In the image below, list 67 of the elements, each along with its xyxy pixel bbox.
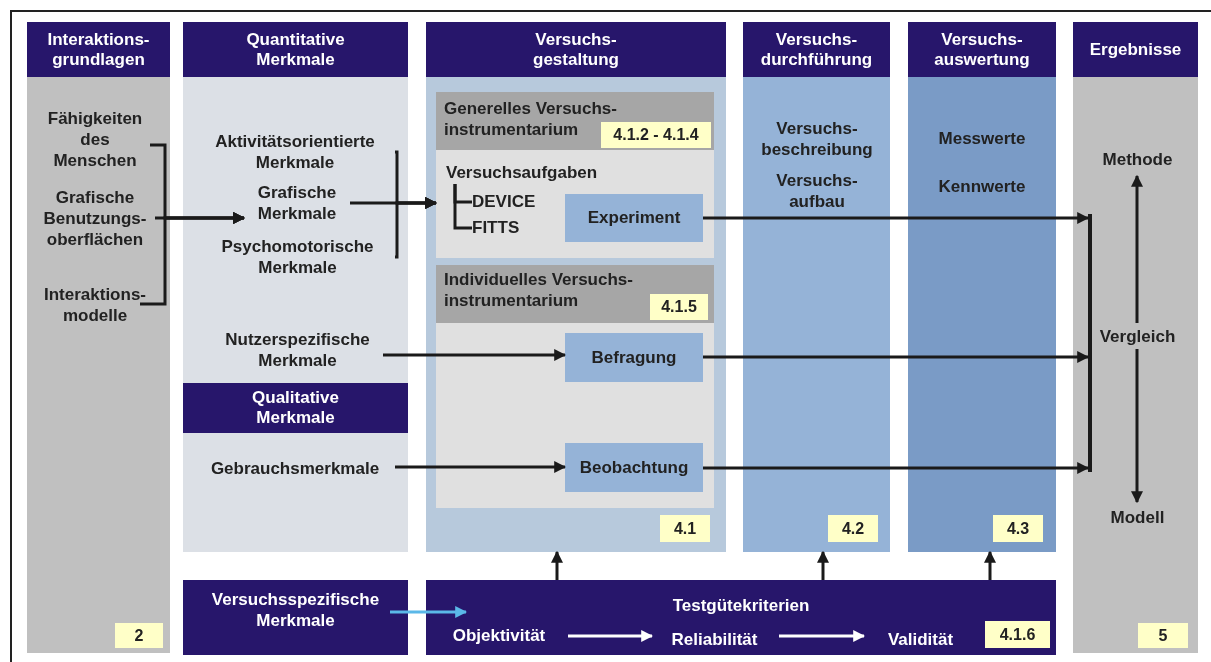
- section-header: Qualitative Merkmale: [183, 383, 408, 433]
- arrow: [703, 351, 1090, 363]
- criterion-text: Objektivität: [440, 612, 558, 648]
- tree-line: [453, 184, 472, 230]
- item-text: Versuchsaufgaben: [446, 162, 626, 184]
- column-panel: [743, 22, 890, 552]
- arrow: [395, 461, 567, 473]
- criteria-panel: [426, 580, 1056, 655]
- section-number-tag: 4.2: [828, 515, 878, 542]
- item-text: FITTS: [472, 217, 542, 239]
- method-box: Experiment: [565, 194, 703, 242]
- group-panel: [436, 265, 714, 508]
- result-text: Modell: [1090, 504, 1185, 530]
- criterion-text: Reliabilität: [662, 627, 767, 651]
- item-text: Grafische Merkmale: [244, 181, 350, 225]
- method-box: Beobachtung: [565, 443, 703, 492]
- arrow: [140, 212, 246, 306]
- result-text: Vergleich: [1090, 323, 1185, 349]
- section-number-tag: 4.1.6: [985, 621, 1050, 648]
- column-header: Versuchs- auswertung: [908, 22, 1056, 77]
- item-text: Kennwerte: [937, 176, 1027, 197]
- item-text: Interaktions- modelle: [40, 283, 150, 327]
- criterion-text: Validität: [878, 627, 963, 651]
- item-text: DEVICE: [472, 191, 552, 213]
- arrow: [703, 462, 1090, 474]
- column-header: Versuchs- gestaltung: [426, 22, 726, 77]
- merge-bar: [1088, 214, 1092, 472]
- arrow: [551, 550, 563, 580]
- arrow: [1131, 174, 1143, 323]
- item-text: Gebrauchsmerkmale: [195, 455, 395, 481]
- result-text: Methode: [1090, 146, 1185, 172]
- arrow: [568, 630, 654, 642]
- criteria-box: Versuchsspezifische Merkmale: [183, 580, 408, 655]
- arrow: [1131, 349, 1143, 504]
- section-number-tag: 5: [1138, 623, 1188, 648]
- panel-title: Testgütekriterien: [671, 595, 811, 617]
- item-text: Nutzerspezifische Merkmale: [200, 328, 395, 372]
- column-panel: [908, 22, 1056, 552]
- item-text: Fähigkeiten des Menschen: [40, 105, 150, 173]
- arrow: [779, 630, 866, 642]
- column-panel: [27, 22, 170, 653]
- item-text: Versuchs- aufbau: [775, 170, 859, 212]
- column-header: Versuchs- durchführung: [743, 22, 890, 77]
- item-text: Aktivitätsorientierte Merkmale: [195, 130, 395, 174]
- section-number-tag: 4.1: [660, 515, 710, 542]
- column-header: Quantitative Merkmale: [183, 22, 408, 77]
- section-number-tag: 4.1.5: [650, 294, 708, 320]
- column-header: Ergebnisse: [1073, 22, 1198, 77]
- item-text: Psychomotorische Merkmale: [200, 235, 395, 279]
- column-panel: [426, 22, 726, 552]
- arrow: [984, 550, 996, 580]
- section-number-tag: 4.3: [993, 515, 1043, 542]
- column-panel: [183, 22, 408, 552]
- arrow: [817, 550, 829, 580]
- item-text: Grafische Benutzungs- oberflächen: [35, 186, 155, 251]
- item-text: Messwerte: [937, 128, 1027, 149]
- section-number-tag: 4.1.2 - 4.1.4: [601, 122, 711, 148]
- arrow: [394, 197, 438, 259]
- method-box: Befragung: [565, 333, 703, 382]
- item-text: Versuchs- beschreibung: [760, 118, 874, 160]
- arrow: [703, 212, 1090, 224]
- arrow: [383, 349, 567, 361]
- column-panel: [1073, 22, 1198, 653]
- group-panel: [436, 92, 714, 258]
- column-header: Interaktions- grundlagen: [27, 22, 170, 77]
- arrow: [390, 606, 468, 618]
- section-number-tag: 2: [115, 623, 163, 648]
